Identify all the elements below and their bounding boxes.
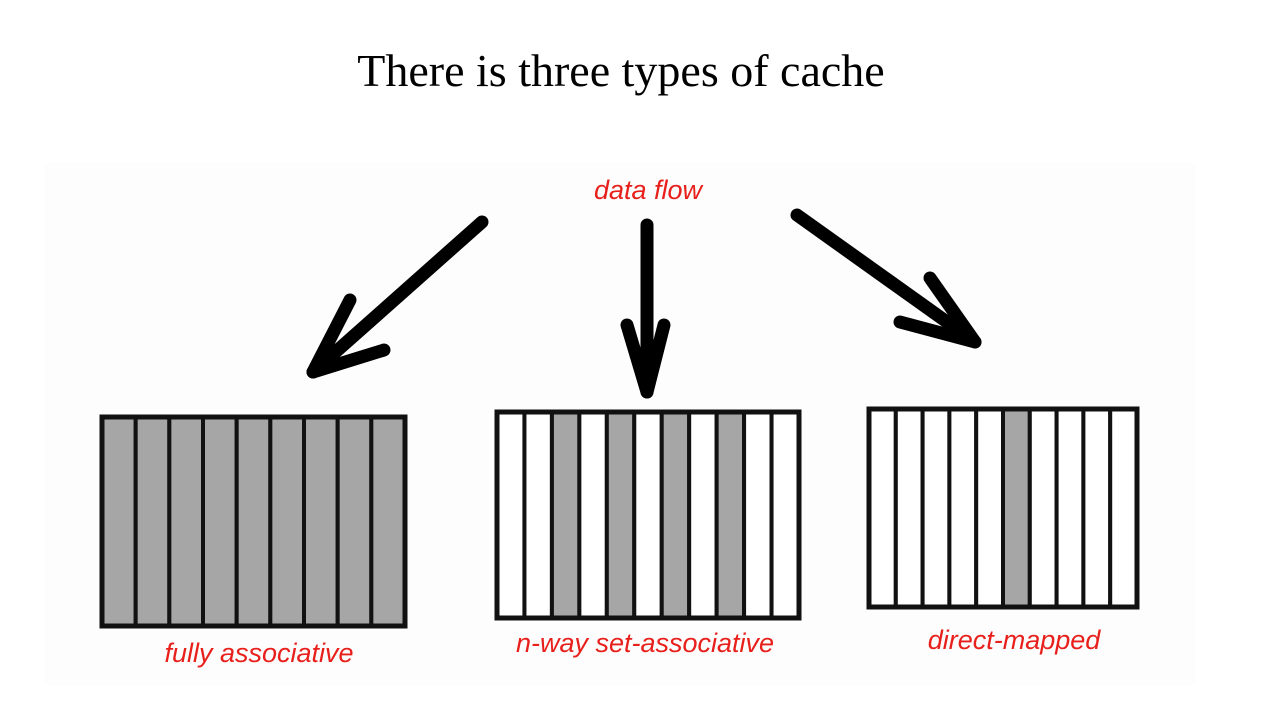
cache-line-empty	[1027, 407, 1059, 609]
cache-outline	[866, 406, 1140, 610]
direct-mapped-cache	[866, 406, 1140, 610]
cache-line-filled	[549, 410, 582, 620]
cache-line-empty	[947, 407, 979, 609]
cache-line-filled	[302, 415, 340, 628]
cache-line-empty	[867, 407, 898, 609]
cache-line-empty	[1054, 407, 1086, 609]
cache-outline	[99, 414, 408, 629]
data-flow-label: data flow	[593, 175, 703, 205]
cache-line-empty	[522, 410, 554, 620]
cache-line-filled	[335, 415, 374, 628]
cache-line-empty	[974, 407, 1006, 609]
arrow-down	[620, 218, 671, 399]
cache-line-filled	[604, 410, 637, 620]
fully-associative-cache	[99, 414, 408, 629]
cache-line-filled	[1001, 407, 1032, 609]
cache-line-filled	[234, 415, 273, 628]
cache-line-filled	[714, 410, 747, 620]
cache-line-empty	[742, 410, 774, 620]
arrow-right	[790, 208, 982, 349]
fully-associative-label: fully associative	[164, 638, 354, 668]
n-way-set-associative-cache	[494, 409, 802, 621]
cache-line-filled	[369, 415, 408, 628]
cache-line-empty	[577, 410, 609, 620]
cache-line-empty	[687, 410, 719, 620]
n-way-set-associative-label: n-way set-associative	[515, 628, 775, 658]
cache-line-empty	[1108, 407, 1139, 609]
cache-line-empty	[893, 407, 925, 609]
cache-line-empty	[769, 410, 802, 620]
cache-line-empty	[1081, 407, 1113, 609]
cache-line-empty	[495, 410, 527, 620]
direct-mapped-label: direct-mapped	[927, 625, 1101, 655]
cache-line-filled	[133, 415, 172, 628]
cache-line-filled	[201, 415, 239, 628]
cache-line-filled	[167, 415, 205, 628]
cache-line-filled	[268, 415, 307, 628]
cache-line-filled	[659, 410, 692, 620]
cache-outline	[494, 409, 802, 621]
cache-line-empty	[632, 410, 664, 620]
cache-line-empty	[920, 407, 952, 609]
cache-line-filled	[100, 415, 138, 628]
slide-title: There is three types of cache	[357, 45, 885, 96]
arrow-left	[306, 215, 489, 379]
